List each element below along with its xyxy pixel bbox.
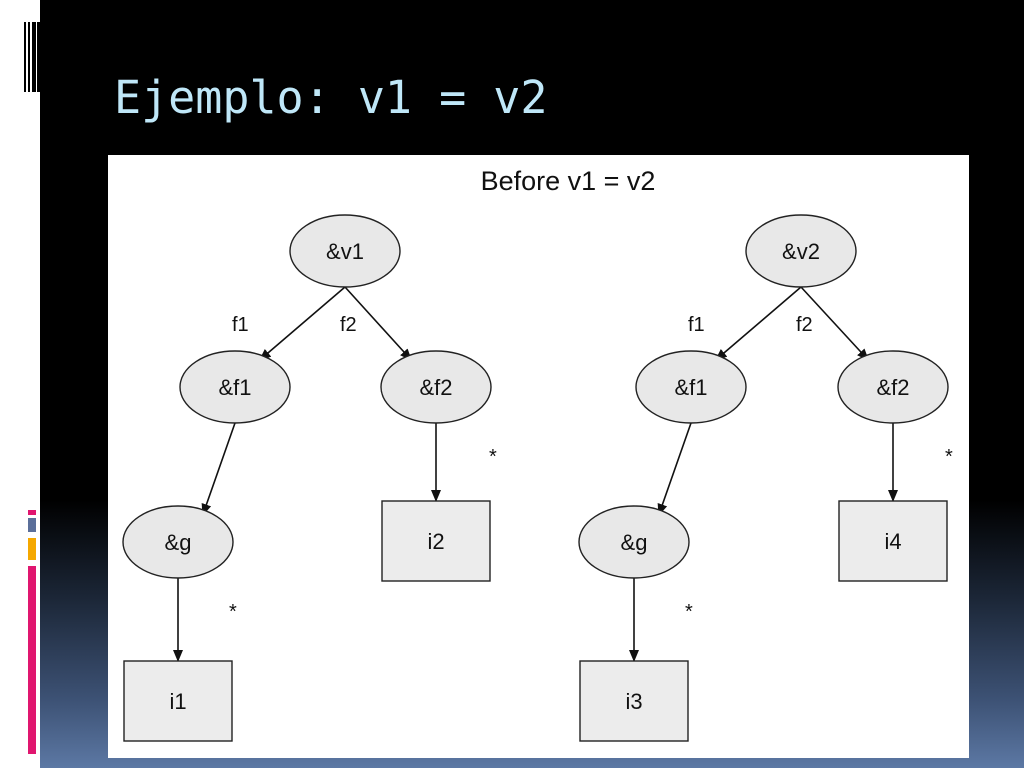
node-ga: &g bbox=[122, 505, 234, 579]
node-label-gb: &g bbox=[621, 530, 648, 555]
node-box-i2 bbox=[381, 500, 491, 582]
edge-v1-f1a bbox=[258, 286, 346, 361]
node-gb: &g bbox=[578, 505, 690, 579]
accent-bar-pink-long bbox=[28, 566, 36, 754]
node-label-f1b: &f1 bbox=[674, 375, 707, 400]
edge-v2-f1b bbox=[714, 286, 802, 361]
node-label-ga: &g bbox=[165, 530, 192, 555]
accent-bar-blue bbox=[28, 518, 36, 532]
edge-label-v2-f2b: f2 bbox=[796, 314, 813, 336]
node-f1a: &f1 bbox=[179, 350, 291, 424]
node-label-f2a: &f2 bbox=[419, 375, 452, 400]
pointer-graph-diagram: Before v1 = v2 f1f2g**f1f2g** &v1&f1&f2&… bbox=[122, 166, 953, 742]
node-i1: i1 bbox=[123, 660, 233, 742]
slide-title: Ejemplo: v1 = v2 bbox=[114, 71, 548, 124]
edge-label-f2b-i4: * bbox=[945, 446, 953, 468]
edge-label-gb-i3: * bbox=[685, 601, 693, 623]
edge-label-f2a-i2: * bbox=[489, 446, 497, 468]
edge-label-v1-f2a: f2 bbox=[340, 314, 357, 336]
node-ellipse-f2a bbox=[380, 350, 492, 424]
node-ellipse-f1b bbox=[635, 350, 747, 424]
diagram-caption: Before v1 = v2 bbox=[481, 166, 656, 196]
node-label-i1: i1 bbox=[169, 689, 186, 714]
node-f2b: &f2 bbox=[837, 350, 949, 424]
diagram-panel: Before v1 = v2 f1f2g**f1f2g** &v1&f1&f2&… bbox=[108, 155, 969, 758]
node-label-v2: &v2 bbox=[782, 239, 820, 264]
edge-f1b-gb bbox=[657, 422, 692, 516]
node-f1b: &f1 bbox=[635, 350, 747, 424]
decor-bars-icon bbox=[24, 22, 40, 92]
node-f2a: &f2 bbox=[380, 350, 492, 424]
node-label-v1: &v1 bbox=[326, 239, 364, 264]
node-ellipse-ga bbox=[122, 505, 234, 579]
node-box-i1 bbox=[123, 660, 233, 742]
node-box-i3 bbox=[579, 660, 689, 742]
node-v2: &v2 bbox=[745, 214, 857, 288]
node-i4: i4 bbox=[838, 500, 948, 582]
node-label-i2: i2 bbox=[427, 529, 444, 554]
node-i3: i3 bbox=[579, 660, 689, 742]
node-ellipse-v1 bbox=[289, 214, 401, 288]
accent-bar-pink bbox=[28, 510, 36, 515]
edge-label-v1-f1a: f1 bbox=[232, 314, 249, 336]
edge-label-v2-f1b: f1 bbox=[688, 314, 705, 336]
node-i2: i2 bbox=[381, 500, 491, 582]
edge-v2-f2b bbox=[800, 286, 869, 361]
edge-v1-f2a bbox=[344, 286, 412, 361]
node-ellipse-v2 bbox=[745, 214, 857, 288]
node-box-i4 bbox=[838, 500, 948, 582]
left-decor-strip bbox=[0, 0, 40, 768]
node-v1: &v1 bbox=[289, 214, 401, 288]
accent-bar-yellow bbox=[28, 538, 36, 560]
node-label-f1a: &f1 bbox=[218, 375, 251, 400]
node-ellipse-f1a bbox=[179, 350, 291, 424]
edge-f1a-ga bbox=[201, 422, 236, 516]
node-label-i3: i3 bbox=[625, 689, 642, 714]
node-ellipse-gb bbox=[578, 505, 690, 579]
node-label-i4: i4 bbox=[884, 529, 901, 554]
node-ellipse-f2b bbox=[837, 350, 949, 424]
edge-label-ga-i1: * bbox=[229, 601, 237, 623]
node-label-f2b: &f2 bbox=[876, 375, 909, 400]
